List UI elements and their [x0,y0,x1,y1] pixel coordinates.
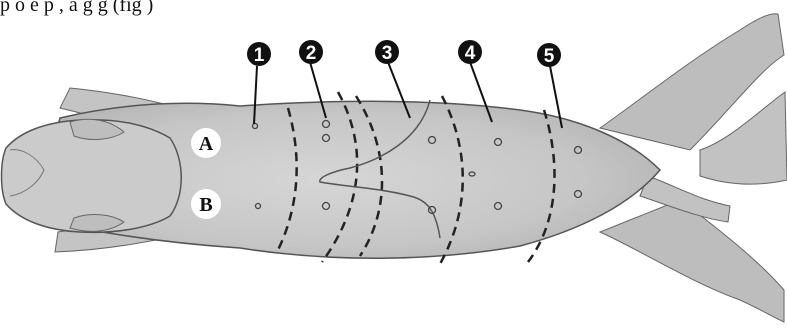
gland-marker-5: 5 [537,43,561,67]
hind-leg-lower [600,200,784,322]
gland-number: 1 [254,45,265,66]
gland-number: 5 [544,46,555,67]
region-letter: A [199,133,214,155]
region-tag-a: A [191,128,221,158]
gland-number: 2 [306,43,317,64]
gland-number: 3 [382,43,393,64]
region-letter: B [199,194,212,216]
gland-marker-2: 2 [299,40,323,64]
gland-number: 4 [465,43,476,64]
number-markers: 1 2 3 4 5 [247,40,561,67]
gland-marker-4: 4 [458,40,482,64]
region-tag-b: B [191,189,221,219]
gland-marker-1: 1 [247,42,271,66]
gland-marker-3: 3 [375,40,399,64]
